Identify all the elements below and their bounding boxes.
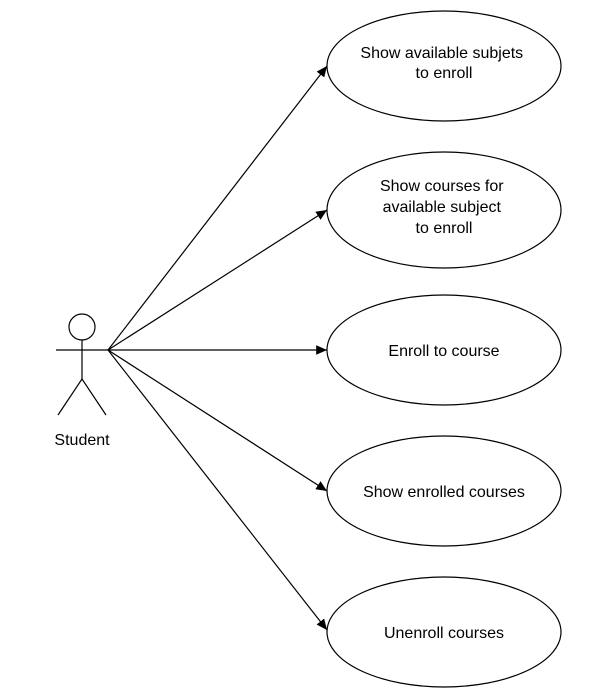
use-case-label: Enroll to course [388, 343, 499, 360]
use-case-label: Unenroll courses [384, 625, 504, 642]
use-case-label: Show available subjets to enroll [360, 45, 527, 82]
use-case-2: Show courses for available subject to en… [326, 151, 562, 269]
association-5 [107, 349, 328, 631]
use-case-label: Show enrolled courses [363, 484, 525, 501]
use-case-ellipse [326, 435, 562, 547]
association-4 [107, 349, 328, 492]
student-actor: Student [54, 313, 110, 449]
use-case-ellipse [326, 151, 562, 269]
association-2 [107, 209, 328, 351]
use-case-line: Enroll to course [388, 343, 499, 360]
use-case-label: Show courses for available subject to en… [380, 178, 508, 237]
use-case-ellipse [326, 576, 562, 688]
use-case-line: Show courses for [380, 178, 504, 195]
actor-label: Student [54, 432, 110, 449]
use-case-line: to enroll [416, 65, 473, 82]
use-case-4: Show enrolled courses [326, 435, 562, 547]
use-case-line: Show enrolled courses [363, 484, 525, 501]
use-case-line: Show available subjets [360, 45, 523, 62]
use-case-5: Unenroll courses [326, 576, 562, 688]
use-case-1: Show available subjets to enroll [326, 10, 562, 122]
use-case-ellipse [326, 294, 562, 406]
use-case-ellipse [326, 10, 562, 122]
associations [107, 65, 328, 631]
actor-head [68, 313, 96, 341]
use-case-line: Unenroll courses [384, 625, 504, 642]
use-case-3: Enroll to course [326, 294, 562, 406]
use-case-line: available subject [383, 199, 502, 216]
actor-right-leg [81, 378, 107, 416]
actor-left-leg [57, 378, 83, 416]
use-case-line: to enroll [416, 220, 473, 237]
association-1 [107, 65, 328, 351]
